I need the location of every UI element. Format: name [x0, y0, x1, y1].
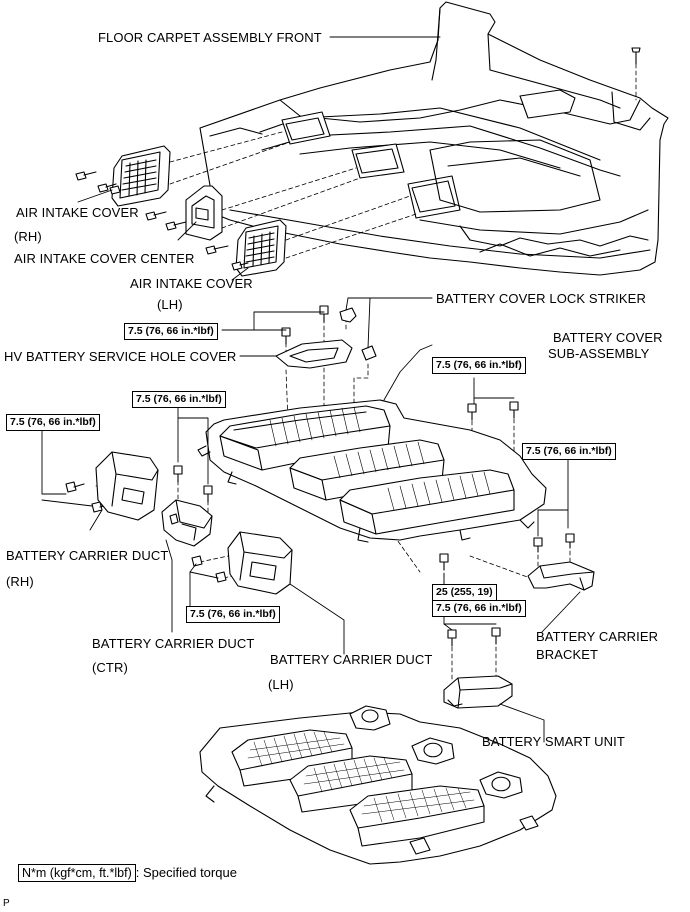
label-ctr-suffix: (CTR)	[92, 660, 128, 675]
torque-legend: N*m (kgf*cm, ft.*lbf): Specified torque	[18, 864, 237, 882]
battery-carrier-bracket	[527, 561, 595, 591]
battery-carrier-duct-rh	[95, 451, 159, 521]
battery-cover-sub-assembly	[197, 399, 547, 543]
torque-spec-box: 7.5 (76, 66 in.*lbf)	[432, 600, 526, 617]
label-battery-cover-line1: BATTERY COVER	[553, 330, 663, 345]
battery-carrier-duct-lh	[227, 531, 293, 595]
label-air-intake-cover-lh: AIR INTAKE COVER	[130, 276, 253, 291]
label-battery-cover-lock-striker: BATTERY COVER LOCK STRIKER	[436, 291, 646, 306]
air-intake-cover-center	[185, 185, 223, 241]
floor-carpet-assembly-front	[199, 1, 669, 276]
air-intake-cover-rh	[111, 145, 171, 207]
battery-carrier-duct-ctr	[161, 499, 213, 547]
label-battery-cover-line2: SUB-ASSEMBLY	[548, 346, 650, 361]
torque-bolts	[65, 305, 575, 647]
label-hv-battery-service-hole-cover: HV BATTERY SERVICE HOLE COVER	[4, 349, 237, 364]
torque-spec-box: 7.5 (76, 66 in.*lbf)	[132, 391, 226, 408]
figure-code: P	[3, 898, 10, 909]
label-battery-carrier-duct-rh: BATTERY CARRIER DUCT	[6, 548, 169, 563]
label-floor-carpet-assembly-front: FLOOR CARPET ASSEMBLY FRONT	[98, 30, 322, 45]
label-air-intake-cover-rh: AIR INTAKE COVER	[16, 205, 139, 220]
legend-unit-box: N*m (kgf*cm, ft.*lbf)	[18, 864, 136, 882]
hv-battery-assembly-lower	[199, 705, 557, 865]
label-battery-carrier-bracket-line2: BRACKET	[536, 647, 599, 662]
battery-cover-lock-striker	[339, 307, 377, 361]
label-air-intake-cover-center: AIR INTAKE COVER CENTER	[14, 251, 195, 266]
label-battery-carrier-duct-ctr: BATTERY CARRIER DUCT	[92, 636, 255, 651]
label-battery-carrier-duct-lh: BATTERY CARRIER DUCT	[270, 652, 433, 667]
label-battery-smart-unit: BATTERY SMART UNIT	[482, 734, 625, 749]
label-battery-carrier-bracket-line1: BATTERY CARRIER	[536, 629, 659, 644]
label-rh-suffix-1: (RH)	[14, 229, 42, 244]
torque-spec-box: 7.5 (76, 66 in.*lbf)	[6, 414, 100, 431]
hv-battery-service-hole-cover	[275, 339, 353, 369]
torque-spec-box: 7.5 (76, 66 in.*lbf)	[432, 357, 526, 374]
leader-lines	[41, 36, 581, 743]
air-intake-cover-lh	[235, 219, 287, 277]
label-lh-suffix-1: (LH)	[157, 297, 183, 312]
label-lh-suffix-2: (LH)	[268, 677, 294, 692]
torque-spec-box: 25 (255, 19)	[432, 584, 497, 601]
battery-smart-unit	[443, 675, 513, 709]
torque-spec-box: 7.5 (76, 66 in.*lbf)	[124, 323, 218, 340]
label-rh-suffix-2: (RH)	[6, 574, 34, 589]
legend-text: : Specified torque	[135, 865, 237, 880]
torque-spec-box: 7.5 (76, 66 in.*lbf)	[186, 606, 280, 623]
air-intake-screws	[75, 171, 249, 271]
torque-spec-box: 7.5 (76, 66 in.*lbf)	[522, 443, 616, 460]
